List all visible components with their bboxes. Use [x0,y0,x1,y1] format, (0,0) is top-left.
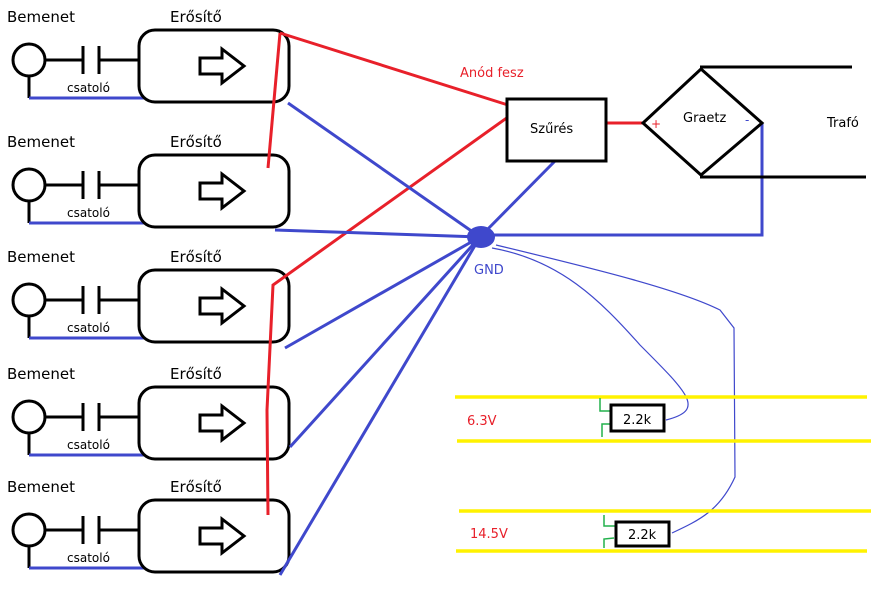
gnd-node [467,226,495,248]
input-label: Bemenet [7,133,75,151]
filter-label: Szűrés [530,122,573,137]
anode-wire-lower [265,110,516,516]
amplifier-label: Erősítő [170,8,222,26]
amplifier-block [137,153,291,229]
heater-tap-2b [603,537,615,548]
rectifier-label: Graetz [683,111,726,126]
input-jack-icon [11,42,47,78]
gnd-wire-filter [478,158,558,239]
input-jack-icon [11,167,47,203]
coupling-capacitor-label: csatoló [67,551,110,565]
heater-taps [599,398,615,548]
filter-block [505,97,608,163]
heater-ground-wires [491,244,736,534]
coupling-capacitor-label: csatoló [67,206,110,220]
anode-wire-stage1-2 [266,32,282,169]
heater-6v3-label: 6.3V [467,414,497,429]
arrow-right-icon [198,402,247,444]
input-label: Bemenet [7,8,75,26]
anode-wires [265,31,643,516]
amplifier-block [137,498,291,574]
gnd-wire-1 [287,101,481,239]
heater-tap-1b [601,423,611,437]
heater-resistor-1-label: 2.2k [623,413,652,428]
amplifier-block [137,28,291,104]
input-label: Bemenet [7,248,75,266]
amplifier-label: Erősítő [170,248,222,266]
amplifier-stage: Bemenet Erősítő csatoló [7,478,291,574]
amplifier-label: Erősítő [170,133,222,151]
amplifier-stage: Bemenet Erősítő csatoló [7,133,291,229]
transformer-leads [700,65,866,179]
gnd-wire-3 [284,235,481,350]
heater-ground-wire-1 [491,247,689,421]
arrow-right-icon [198,45,247,87]
gnd-label: GND [474,263,504,278]
anode-label: Anód fesz [460,66,524,81]
heater-resistor-1 [609,403,666,433]
rectifier-bridge [640,66,765,177]
arrow-right-icon [198,515,247,557]
input-jack-icon [11,399,47,435]
amplifier-label: Erősítő [170,365,222,383]
amplifier-label: Erősítő [170,478,222,496]
ground-wires [274,101,764,576]
input-jack-icon [11,512,47,548]
rectifier-minus: - [745,113,749,127]
coupling-capacitor-label: csatoló [67,321,110,335]
input-jack-icon [11,282,47,318]
rectifier-plus: + [651,117,661,131]
input-label: Bemenet [7,365,75,383]
heater-tap-2a [603,515,615,527]
anode-wire-top [279,31,509,107]
arrow-right-icon [198,170,247,212]
arrow-right-icon [198,285,247,327]
heater-14v5-label: 14.5V [470,527,508,542]
heater-resistor-2 [614,520,671,548]
amplifier-stage: Bemenet Erősítő csatoló [7,8,291,104]
amplifier-stage: Bemenet Erősítő csatoló [7,365,291,461]
input-label: Bemenet [7,478,75,496]
coupling-capacitor-label: csatoló [67,81,110,95]
heater-tap-1a [599,398,611,412]
transformer-label: Trafó [826,116,859,131]
gnd-wire-rectifier [480,123,764,237]
heater-ground-wire-2 [495,244,736,534]
heater-rails [455,395,871,553]
amplifier-block [137,385,291,461]
coupling-capacitor-label: csatoló [67,438,110,452]
gnd-wire-5 [278,236,482,576]
heater-resistor-2-label: 2.2k [628,528,657,543]
amplifier-block [137,268,291,344]
amplifier-stage: Bemenet Erősítő csatoló [7,248,291,344]
gnd-wire-4 [288,235,482,449]
gnd-wire-2 [274,228,481,239]
